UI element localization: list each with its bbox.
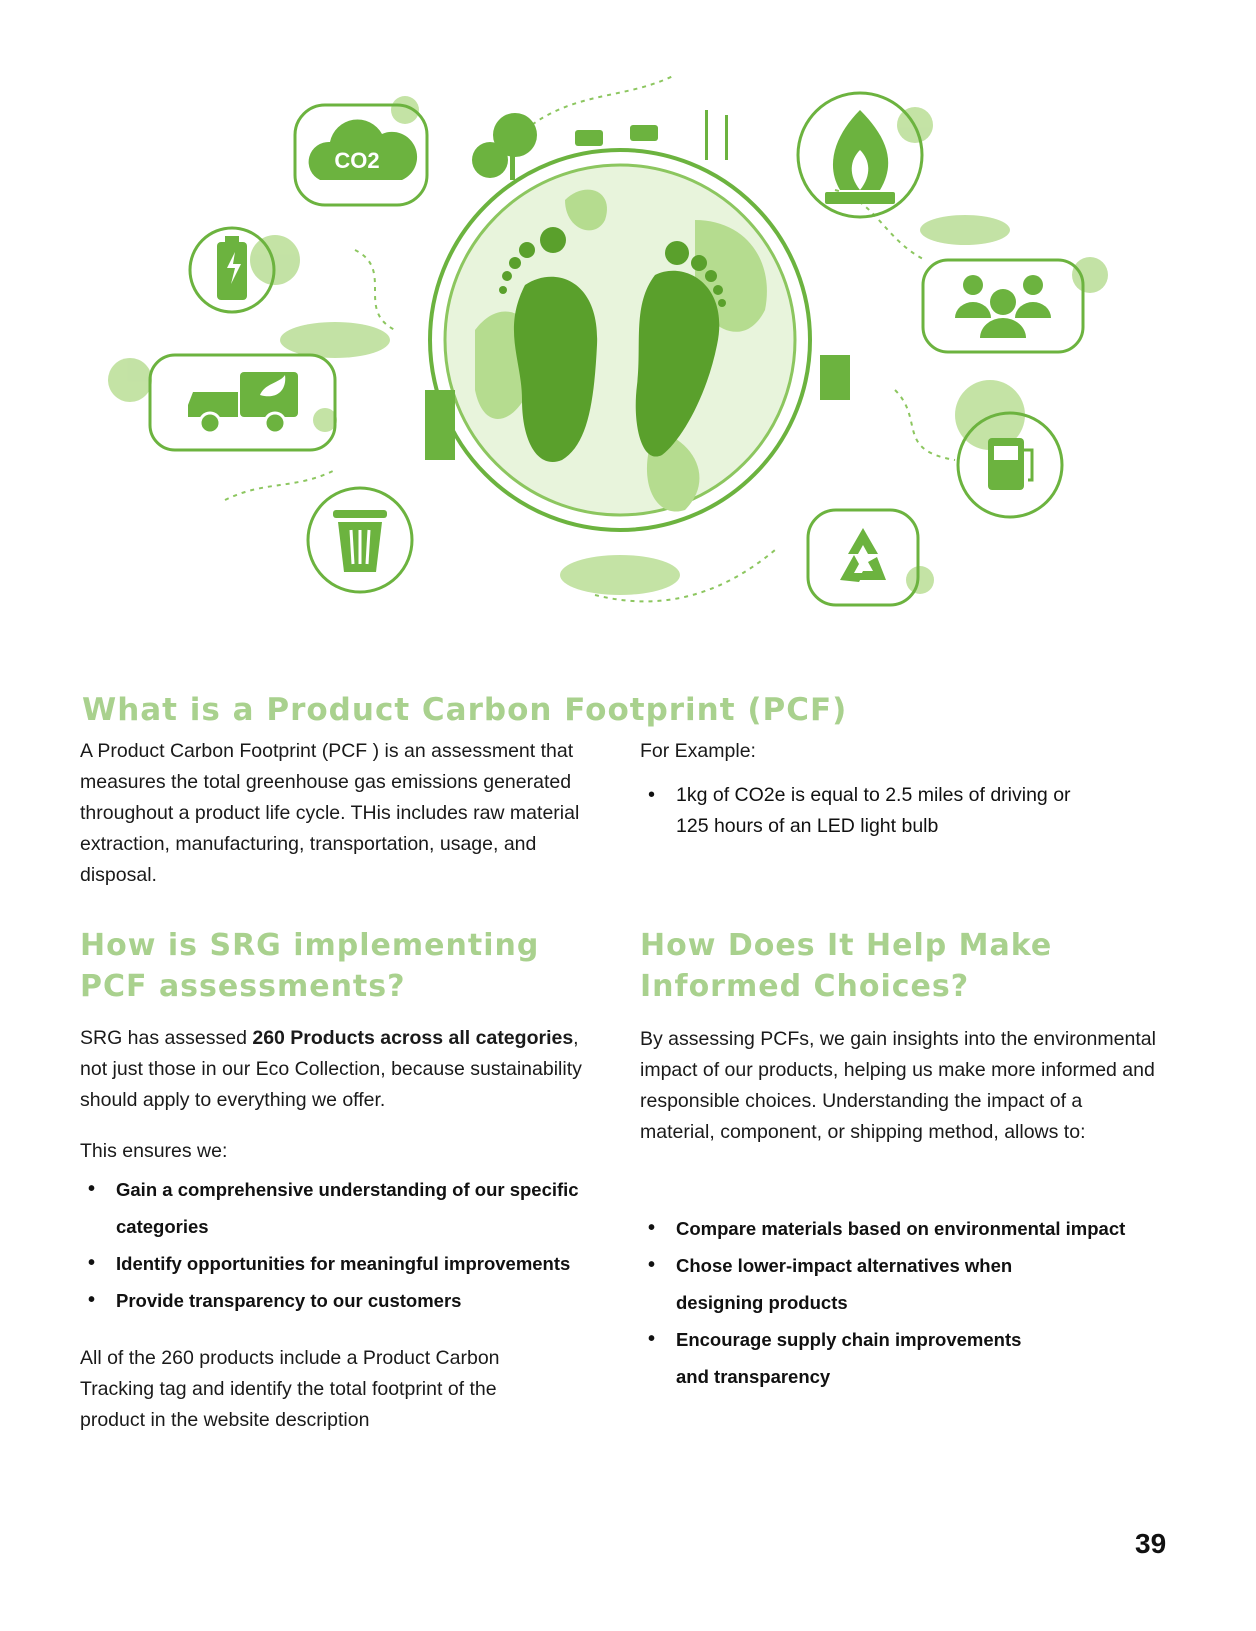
choices-heading: How Does It Help Make Informed Choices? <box>640 928 1053 1004</box>
list-item: Compare materials based on environmental… <box>638 1210 1138 1247</box>
choices-list: Compare materials based on environmental… <box>638 1210 1138 1395</box>
globe-icon <box>428 148 812 532</box>
list-item: Chose lower-impact alternatives when des… <box>638 1247 1036 1321</box>
co2-cloud-icon: CO2 <box>293 103 429 207</box>
srg-text-post: , not just those in our Eco Collection, … <box>80 1027 582 1111</box>
example-label: For Example: <box>640 740 756 762</box>
pcf-heading: What is a Product Carbon Footprint (PCF) <box>82 692 848 728</box>
fuel-pump-icon <box>956 411 1064 519</box>
ensures-label: This ensures we: <box>80 1140 228 1162</box>
choices-body: By assessing PCFs, we gain insights into… <box>640 1028 1156 1143</box>
pcf-definition: A Product Carbon Footprint (PCF ) is an … <box>80 740 580 886</box>
list-item: Gain a comprehensive understanding of ou… <box>78 1171 598 1245</box>
tracking-tag-text: All of the 260 products include a Produc… <box>80 1347 500 1431</box>
example-item: 1kg of CO2e is equal to 2.5 miles of dri… <box>638 780 1098 842</box>
srg-assessment-text: SRG has assessed 260 Products across all… <box>80 1023 600 1116</box>
flame-icon <box>796 91 924 219</box>
srg-text-pre: SRG has assessed <box>80 1027 253 1049</box>
page-number: 39 <box>1135 1528 1167 1559</box>
carbon-footprint-illustration: CO2 <box>108 74 1108 607</box>
list-item: Provide transparency to our customers <box>78 1282 598 1319</box>
trash-can-icon <box>306 486 414 594</box>
recycle-icon <box>806 508 920 607</box>
srg-heading: How is SRG implementing PCF assessments? <box>80 928 540 1004</box>
list-item: Encourage supply chain improvements and … <box>638 1321 1036 1395</box>
footprints-icon <box>499 227 726 462</box>
example-list: 1kg of CO2e is equal to 2.5 miles of dri… <box>638 780 1098 842</box>
srg-benefits-list: Gain a comprehensive understanding of ou… <box>78 1171 598 1319</box>
srg-text-bold: 260 Products across all categories <box>252 1027 574 1049</box>
battery-icon <box>188 226 276 314</box>
delivery-truck-icon <box>148 353 337 452</box>
people-icon <box>921 258 1085 354</box>
list-item: Identify opportunities for meaningful im… <box>78 1245 598 1282</box>
svg-text:CO2: CO2 <box>334 148 379 173</box>
